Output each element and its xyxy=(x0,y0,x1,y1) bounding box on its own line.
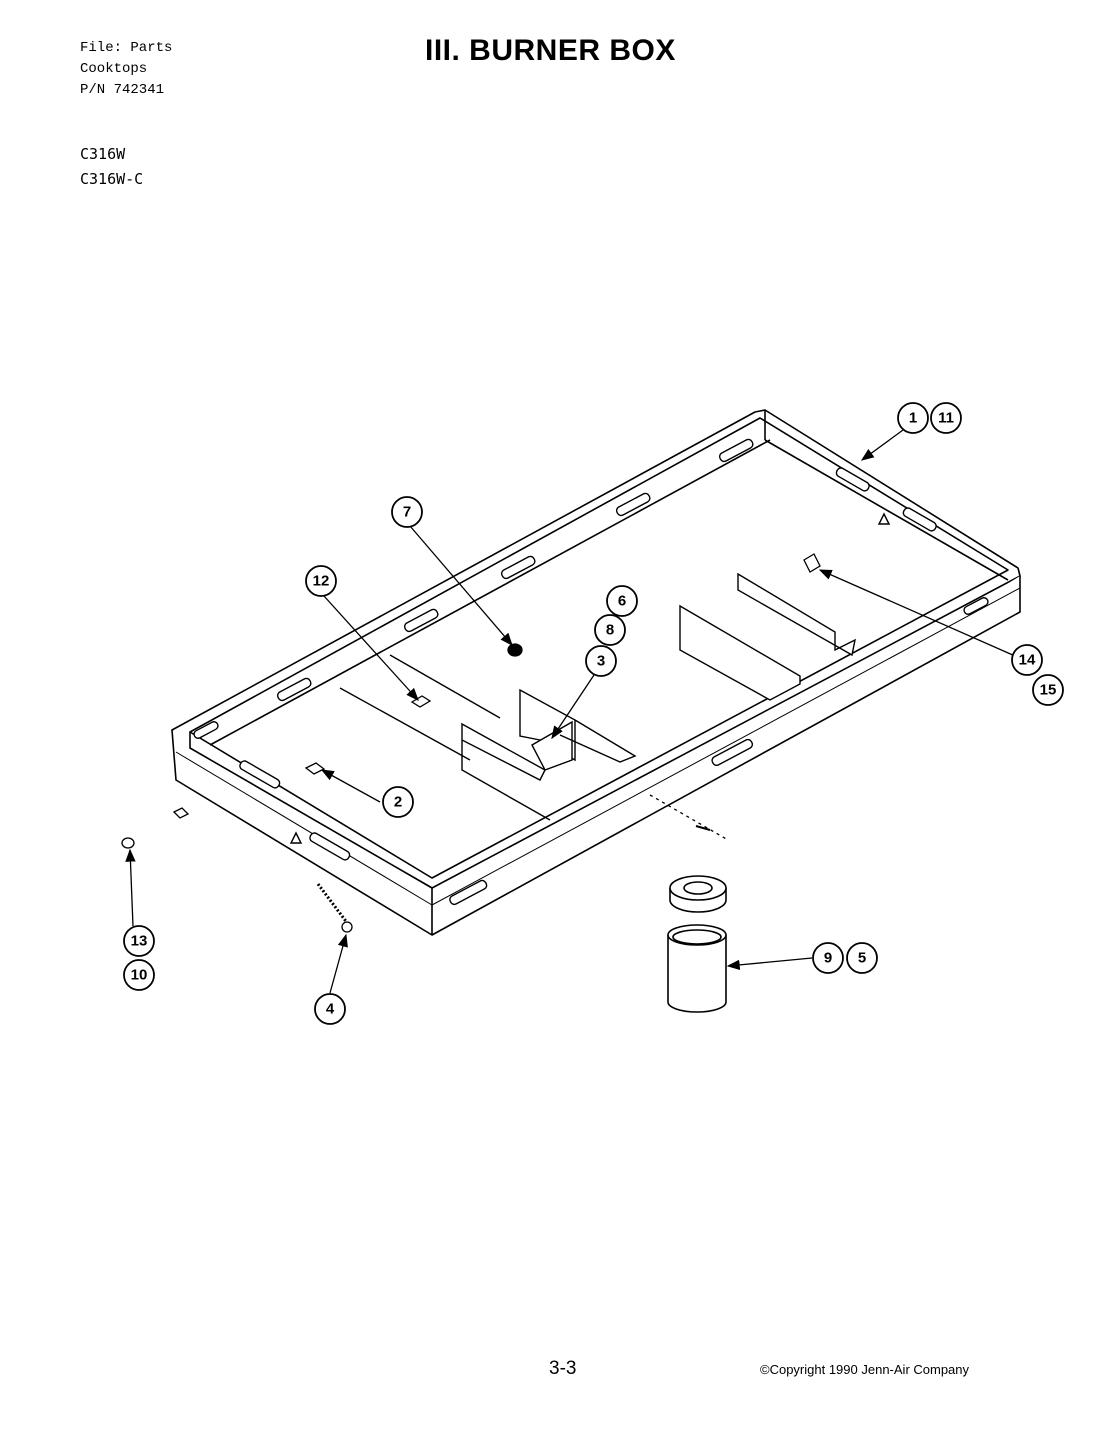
callout-14: 14 xyxy=(1011,644,1043,676)
svg-text:9: 9 xyxy=(824,950,832,967)
model-list: C316W C316W-C xyxy=(80,142,143,192)
copyright-notice: ©Copyright 1990 Jenn-Air Company xyxy=(760,1362,970,1377)
callout-11: 11 xyxy=(930,402,962,434)
svg-text:6: 6 xyxy=(618,593,626,610)
file-line-2: Cooktops xyxy=(80,61,148,77)
callout-2: 2 xyxy=(382,786,414,818)
small-parts xyxy=(121,553,821,933)
callout-13: 13 xyxy=(123,925,155,957)
burner-cylinder xyxy=(667,924,727,1013)
page-title: III. BURNER BOX xyxy=(425,34,676,67)
svg-text:7: 7 xyxy=(403,504,411,521)
model-1: C316W xyxy=(80,145,126,163)
svg-text:2: 2 xyxy=(394,794,402,811)
svg-text:13: 13 xyxy=(131,933,148,950)
callout-8: 8 xyxy=(594,614,626,646)
svg-text:14: 14 xyxy=(1019,652,1036,669)
callout-4: 4 xyxy=(314,993,346,1025)
model-2: C316W-C xyxy=(80,170,144,188)
callout-12: 12 xyxy=(305,565,337,597)
callout-1: 1 xyxy=(897,402,929,434)
svg-text:12: 12 xyxy=(313,573,330,590)
svg-text:5: 5 xyxy=(858,950,866,967)
callout-7: 7 xyxy=(391,496,423,528)
callout-3: 3 xyxy=(585,645,617,677)
svg-text:8: 8 xyxy=(606,622,614,639)
svg-text:10: 10 xyxy=(131,967,148,984)
callout-6: 6 xyxy=(606,585,638,617)
callout-15: 15 xyxy=(1032,674,1064,706)
page-number: 3-3 xyxy=(549,1358,577,1379)
burner-cap xyxy=(669,875,727,913)
svg-text:1: 1 xyxy=(909,410,917,427)
file-line-1: File: Parts xyxy=(80,40,173,56)
callout-5: 5 xyxy=(846,942,878,974)
svg-text:3: 3 xyxy=(597,653,605,670)
svg-text:15: 15 xyxy=(1040,682,1057,699)
file-info: File: Parts Cooktops P/N 742341 xyxy=(80,38,172,101)
file-line-3: P/N 742341 xyxy=(80,82,165,98)
leader-lines xyxy=(125,429,1016,994)
callout-10: 10 xyxy=(123,959,155,991)
callout-9: 9 xyxy=(812,942,844,974)
svg-text:11: 11 xyxy=(938,410,954,427)
svg-text:4: 4 xyxy=(326,1001,335,1018)
rim-slots xyxy=(193,438,989,906)
